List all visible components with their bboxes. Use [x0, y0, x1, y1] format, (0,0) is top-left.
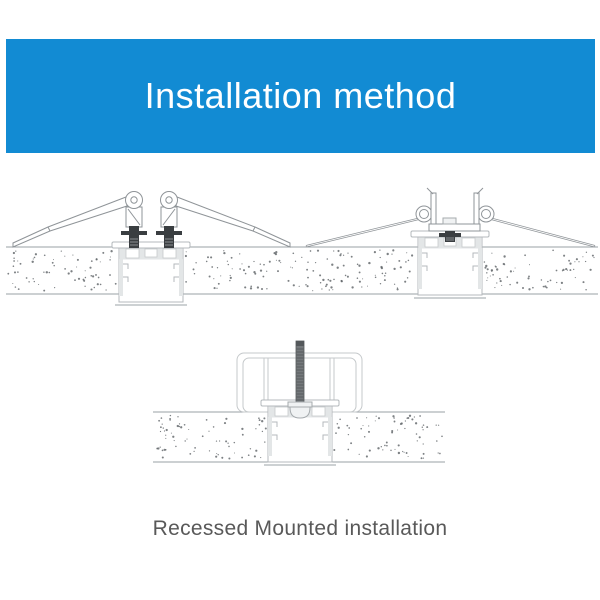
mounting-bracket-icon — [426, 187, 484, 232]
spring-clip-icon — [155, 191, 291, 249]
page-title: Installation method — [144, 75, 457, 116]
center-screw-icon — [439, 217, 461, 242]
ceiling-band-layer — [6, 246, 598, 463]
figure-torsion-spring-mount — [305, 187, 596, 248]
screw-head-icon — [287, 401, 313, 419]
spring-clip-icon — [12, 191, 147, 248]
figure-spring-clip-mount — [12, 191, 291, 249]
title-banner: Installation method — [6, 39, 595, 153]
threaded-rod-icon — [295, 340, 305, 406]
figure-threaded-rod-mount — [287, 340, 313, 419]
figure-caption: Recessed Mounted installation — [152, 517, 448, 540]
